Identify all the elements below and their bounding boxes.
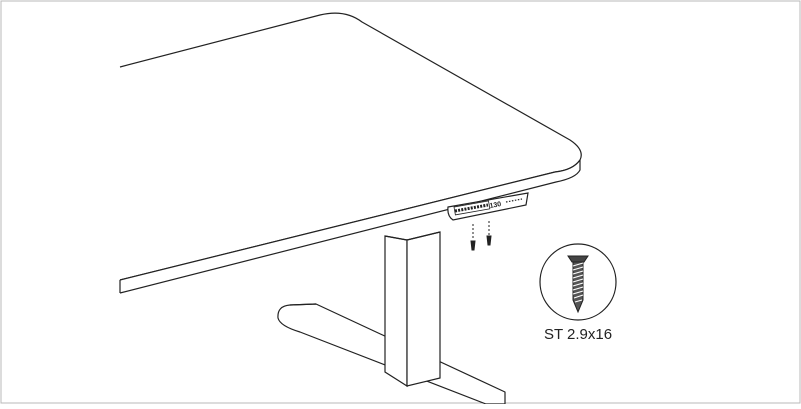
controller-buttons-icon (454, 203, 489, 213)
screw-label: ST 2.9x16 (544, 326, 612, 343)
controller-display: 130 (489, 201, 502, 210)
controller-screws (470, 221, 492, 251)
desk-leg (384, 231, 441, 388)
screw-icon (486, 235, 492, 246)
screw-head-icon (567, 255, 589, 263)
desk-tabletop (119, 12, 582, 294)
screw-icon (470, 240, 476, 251)
height-controller: 130 (447, 192, 529, 221)
screw-callout: ST 2.9x16 (539, 243, 617, 343)
